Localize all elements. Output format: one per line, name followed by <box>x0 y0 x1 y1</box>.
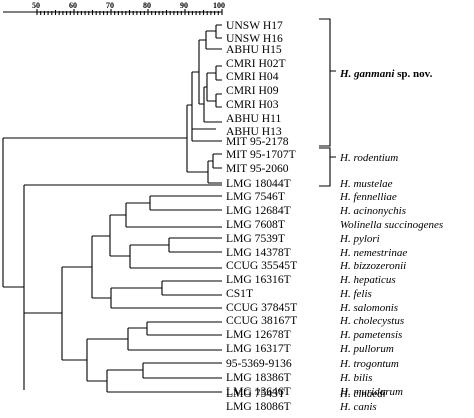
species-label: H. pylori <box>339 233 380 245</box>
strain-label: LMG 7608T <box>226 218 285 231</box>
strain-label: ABHU H13 <box>226 125 282 138</box>
strain-label: CS1T <box>226 287 253 300</box>
strain-label: UNSW H17 <box>226 19 283 32</box>
scale-label-70: 70 <box>106 1 114 10</box>
scale-label-50: 50 <box>32 1 40 10</box>
strain-label: LMG 12684T <box>226 204 291 217</box>
species-label: H. salomonis <box>339 302 398 314</box>
dendrogram-branches <box>2 24 222 393</box>
rodentium-bracket <box>319 147 336 187</box>
scale-label-80: 80 <box>143 1 151 10</box>
strain-label: MIT 95-1707T <box>226 148 296 161</box>
strain-label: LMG 7546T <box>226 190 285 203</box>
scale-label-90: 90 <box>180 1 188 10</box>
species-label: H. cinaedi <box>339 388 386 400</box>
strain-label: LMG 16317T <box>226 342 291 355</box>
strain-label: LMG 18086T <box>226 400 291 413</box>
strain-label: CMRI H02T <box>226 57 286 70</box>
strain-label: LMG 14378T <box>226 246 291 259</box>
species-label: H. bilis <box>339 372 372 384</box>
strain-label: CMRI H03 <box>226 98 279 111</box>
scale-label-100: 100 <box>213 1 225 10</box>
strain-label: LMG 13646T <box>226 385 291 398</box>
species-label: H. felis <box>339 288 372 300</box>
strain-label: 95-5369-9136 <box>226 357 292 370</box>
species-label: H. trogontum <box>339 358 399 370</box>
strain-label: CCUG 37845T <box>226 301 297 314</box>
strain-label: CCUG 35545T <box>226 259 297 272</box>
strain-label: LMG 18386T <box>226 371 291 384</box>
strain-label: ABHU H11 <box>226 112 281 125</box>
species-label: H. cholecystus <box>339 315 404 327</box>
species-label: H. mustelae <box>339 178 393 190</box>
species-label: Wolinella succinogenes <box>340 219 443 231</box>
species-label: H. pullorum <box>339 343 394 355</box>
species-label: H. pametensis <box>339 329 402 341</box>
strain-label: LMG 18044T <box>226 177 291 190</box>
species-label: H. canis <box>339 401 377 413</box>
strain-label: MIT 95-2060 <box>226 162 289 175</box>
strain-label: UNSW H16 <box>226 32 283 45</box>
strain-label: CCUG 38167T <box>226 314 297 327</box>
species-label: H. acinonychis <box>339 205 406 217</box>
strain-label: MIT 95-2178 <box>226 135 289 148</box>
strain-label: CMRI H09 <box>226 84 279 97</box>
group-label-ganmani: H. ganmani sp. nov. <box>339 68 433 80</box>
strain-label: CMRI H04 <box>226 70 279 83</box>
strain-label: LMG 7539T <box>226 232 285 245</box>
ganmani-bracket <box>319 18 336 147</box>
similarity-scale: 50 60 70 80 90 100 <box>3 1 225 15</box>
species-label: H. fennelliae <box>339 191 397 203</box>
species-label: H. nemestrinae <box>339 247 407 259</box>
group-label-rodentium: H. rodentium <box>339 152 398 164</box>
strain-label: ABHU H15 <box>226 43 282 56</box>
strain-label: LMG 16316T <box>226 273 291 286</box>
strain-label: LMG 7543T <box>226 387 285 400</box>
scale-label-60: 60 <box>69 1 77 10</box>
species-label: H. bizzozeronii <box>339 260 406 272</box>
strain-label: LMG 12678T <box>226 328 291 341</box>
species-label: H. muridarum <box>339 386 403 398</box>
species-label: H. hepaticus <box>339 274 396 286</box>
scale-ticks <box>36 9 223 15</box>
